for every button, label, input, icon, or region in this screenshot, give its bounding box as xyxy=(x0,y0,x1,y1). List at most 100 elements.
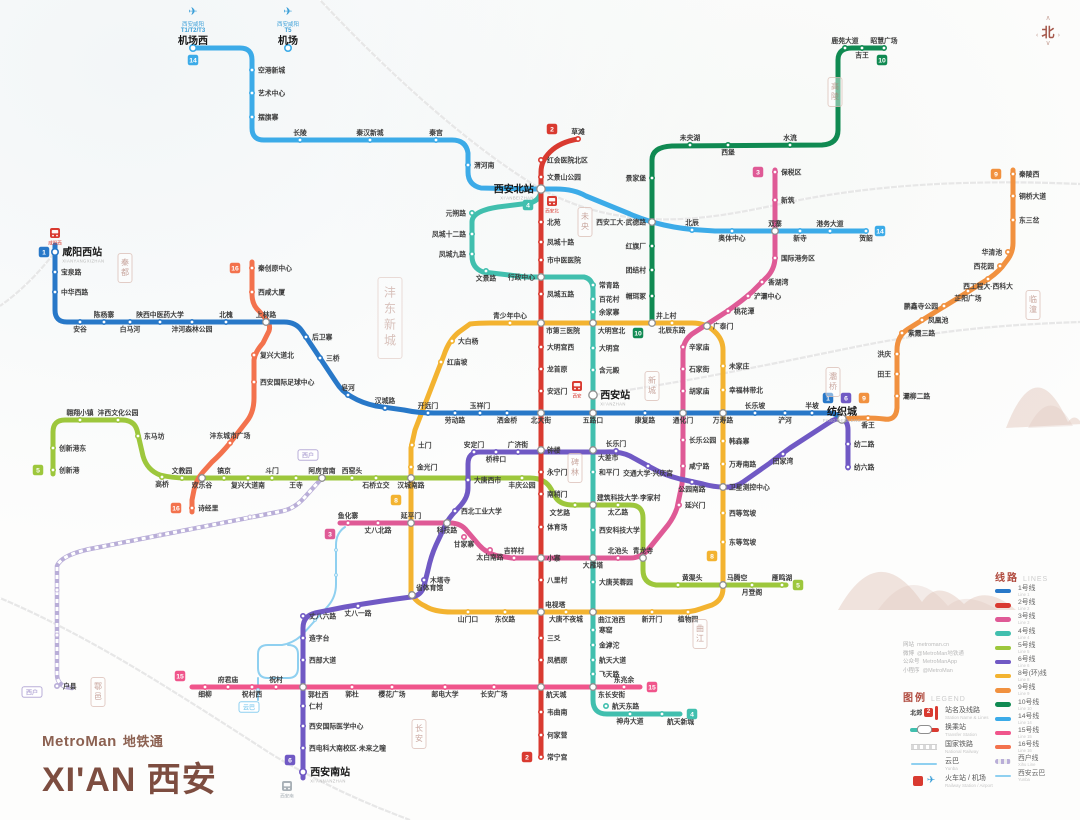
station-marker[interactable] xyxy=(468,231,475,238)
station-marker[interactable] xyxy=(77,416,84,423)
station-marker[interactable] xyxy=(537,683,545,691)
station-marker[interactable] xyxy=(778,581,785,588)
station-marker[interactable] xyxy=(679,387,686,394)
station-marker[interactable] xyxy=(77,318,84,325)
station-marker[interactable] xyxy=(724,307,731,314)
station-marker[interactable] xyxy=(589,344,596,351)
station-marker[interactable] xyxy=(719,386,726,393)
station-marker[interactable] xyxy=(135,432,142,439)
station-marker[interactable] xyxy=(537,608,545,616)
station-marker[interactable] xyxy=(589,409,597,417)
line-badge-6[interactable] xyxy=(284,754,296,766)
station-marker[interactable] xyxy=(344,391,351,398)
station-marker[interactable] xyxy=(262,318,270,326)
station-marker[interactable] xyxy=(344,519,351,526)
station-marker[interactable] xyxy=(537,753,544,760)
station-marker[interactable] xyxy=(537,409,545,417)
station-marker[interactable] xyxy=(537,365,544,372)
station-marker[interactable] xyxy=(614,501,621,508)
station-marker[interactable] xyxy=(964,287,971,294)
station-marker[interactable] xyxy=(589,501,597,509)
station-marker[interactable] xyxy=(728,228,735,235)
station-marker[interactable] xyxy=(562,608,569,615)
station-marker[interactable] xyxy=(318,474,326,482)
station-marker[interactable] xyxy=(53,682,60,689)
station-marker[interactable] xyxy=(460,533,467,540)
station-marker[interactable] xyxy=(996,262,1003,269)
station-marker[interactable] xyxy=(668,319,675,326)
station-marker[interactable] xyxy=(719,538,726,545)
station-marker[interactable] xyxy=(589,295,596,302)
station-marker[interactable] xyxy=(893,350,900,357)
station-marker[interactable] xyxy=(880,44,887,51)
station-marker[interactable] xyxy=(589,626,596,633)
station-marker[interactable] xyxy=(127,318,134,325)
station-marker[interactable] xyxy=(354,602,361,609)
line-badge-4[interactable] xyxy=(522,199,534,211)
line-badge-5[interactable] xyxy=(32,464,44,476)
station-marker[interactable] xyxy=(758,278,765,285)
line-badge-4[interactable] xyxy=(686,708,698,720)
station-marker[interactable] xyxy=(858,44,865,51)
station-marker[interactable] xyxy=(514,448,521,455)
station-marker[interactable] xyxy=(424,409,431,416)
station-marker[interactable] xyxy=(537,157,544,164)
station-marker[interactable] xyxy=(537,634,544,641)
station-marker[interactable] xyxy=(537,319,545,327)
station-marker[interactable] xyxy=(179,474,186,481)
station-marker[interactable] xyxy=(724,142,731,149)
station-marker[interactable] xyxy=(679,462,686,469)
station-marker[interactable] xyxy=(862,228,869,235)
station-marker[interactable] xyxy=(537,343,544,350)
station-marker[interactable] xyxy=(614,554,621,561)
station-marker[interactable] xyxy=(348,474,355,481)
station-marker[interactable] xyxy=(589,670,596,677)
station-marker[interactable] xyxy=(420,576,427,583)
station-marker[interactable] xyxy=(589,366,596,373)
station-marker[interactable] xyxy=(658,710,665,717)
xihu-stop-dot[interactable] xyxy=(54,632,60,638)
station-marker[interactable] xyxy=(648,292,655,299)
station-marker[interactable] xyxy=(470,448,477,455)
station-marker[interactable] xyxy=(844,440,851,447)
station-marker[interactable] xyxy=(589,281,596,288)
station-marker[interactable] xyxy=(299,744,306,751)
station-marker[interactable] xyxy=(719,460,726,467)
station-marker[interactable] xyxy=(893,370,900,377)
metro-line-5[interactable] xyxy=(50,417,789,588)
line-badge-14[interactable] xyxy=(874,225,886,237)
station-marker[interactable] xyxy=(808,409,815,416)
station-marker[interactable] xyxy=(432,137,439,144)
station-marker[interactable] xyxy=(503,409,510,416)
station-marker[interactable] xyxy=(189,43,198,52)
station-marker[interactable] xyxy=(299,612,306,619)
xihu-stop-dot[interactable] xyxy=(157,532,163,538)
station-marker[interactable] xyxy=(537,731,544,738)
station-marker[interactable] xyxy=(898,329,905,336)
station-marker[interactable] xyxy=(771,197,778,204)
station-marker[interactable] xyxy=(589,446,597,454)
station-marker[interactable] xyxy=(688,478,695,485)
station-marker[interactable] xyxy=(719,437,726,444)
station-marker[interactable] xyxy=(490,683,497,690)
station-marker[interactable] xyxy=(476,409,483,416)
station-marker[interactable] xyxy=(940,302,947,309)
station-marker[interactable] xyxy=(841,44,848,51)
station-marker[interactable] xyxy=(1009,193,1016,200)
station-marker[interactable] xyxy=(641,409,648,416)
station-marker[interactable] xyxy=(482,267,489,274)
station-marker[interactable] xyxy=(302,333,309,340)
line-badge-xihu[interactable] xyxy=(297,449,319,461)
station-marker[interactable] xyxy=(620,683,627,690)
line-badge-2[interactable] xyxy=(521,751,533,763)
station-marker[interactable] xyxy=(316,354,323,361)
line-badge-3[interactable] xyxy=(324,528,336,540)
yunba-stop-dot[interactable] xyxy=(334,548,338,552)
station-marker[interactable] xyxy=(537,290,544,297)
station-marker[interactable] xyxy=(299,634,306,641)
station-marker[interactable] xyxy=(296,137,303,144)
station-marker[interactable] xyxy=(589,656,596,663)
station-marker[interactable] xyxy=(249,264,256,271)
station-marker[interactable] xyxy=(837,414,847,424)
